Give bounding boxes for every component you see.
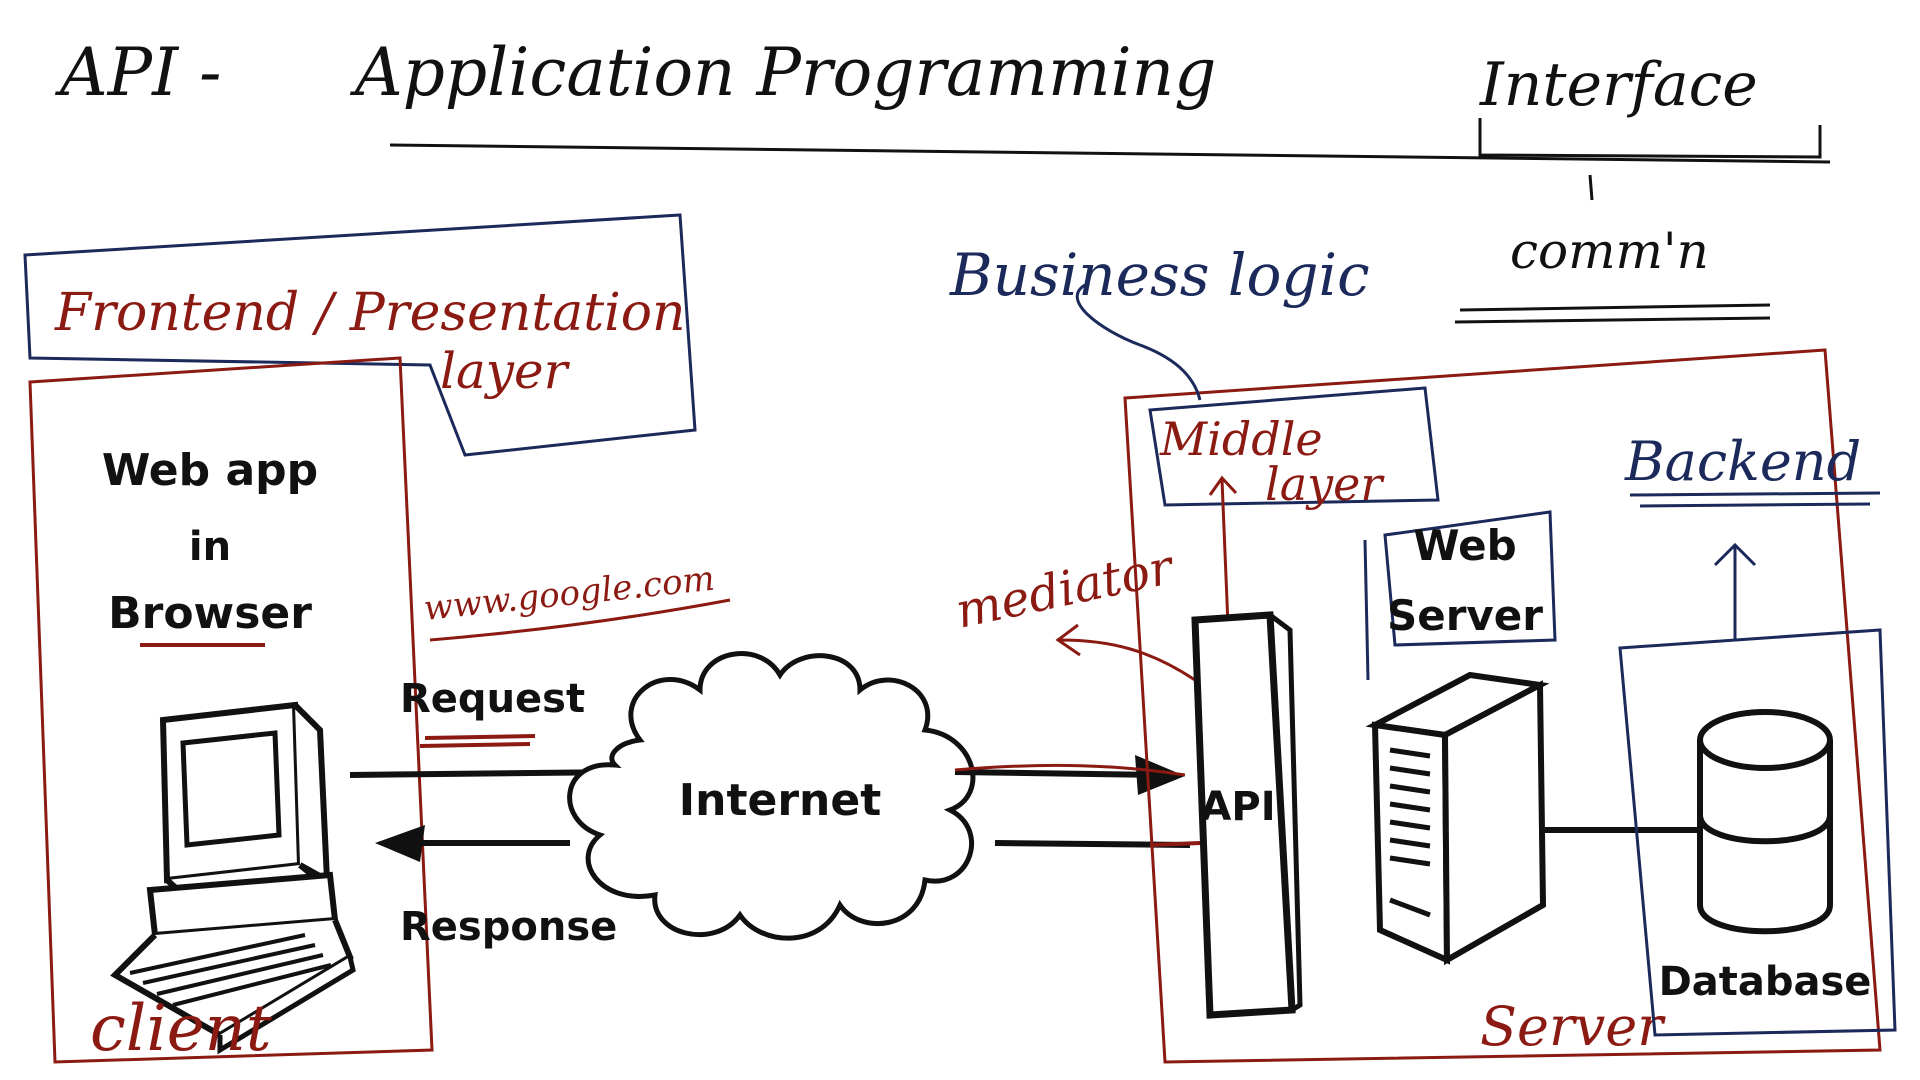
web-server-group: Web Server bbox=[1363, 510, 1557, 966]
cloud-icon: Internet bbox=[567, 651, 976, 941]
middle-layer-group: Middle layer bbox=[1148, 386, 1440, 626]
middle-layer-box bbox=[1148, 386, 1440, 507]
mediator-label: mediator bbox=[951, 539, 1181, 640]
interface-tick bbox=[1588, 174, 1594, 201]
database-icon bbox=[1697, 709, 1833, 935]
response-red-tick bbox=[1149, 841, 1201, 847]
request-red-overlay bbox=[954, 763, 1186, 777]
web-server-divider bbox=[1363, 539, 1370, 681]
frontend-label-line1: Frontend / Presentation bbox=[54, 283, 686, 343]
web-server-line2: Server bbox=[1387, 591, 1543, 640]
client-title-line-3: Browser bbox=[108, 588, 312, 639]
api-bar: API bbox=[1191, 611, 1303, 1019]
cloud-api-links bbox=[954, 755, 1201, 848]
title-group: API - Application Programming Interface … bbox=[54, 34, 1831, 324]
business-logic-label: Business logic bbox=[949, 241, 1370, 309]
middle-layer-line1: Middle bbox=[1159, 412, 1323, 466]
api-label: API bbox=[1200, 784, 1275, 830]
frontend-label-box bbox=[23, 213, 697, 457]
frontend-label-group: Frontend / Presentation layer bbox=[23, 213, 697, 457]
request-label: Request bbox=[400, 676, 585, 722]
business-logic-group: Business logic bbox=[949, 241, 1370, 401]
client-title-line-1: Web app bbox=[102, 445, 318, 496]
backend-underline bbox=[1629, 491, 1881, 508]
title-words: Application Programming bbox=[349, 34, 1216, 111]
client-box bbox=[28, 356, 434, 1064]
response-label: Response bbox=[400, 904, 617, 950]
request-line-right bbox=[954, 769, 1166, 778]
title-api: API - bbox=[54, 34, 221, 111]
database-label: Database bbox=[1659, 959, 1872, 1005]
request-underline bbox=[419, 734, 536, 748]
title-interface: Interface bbox=[1479, 50, 1758, 120]
backend-group: Backend Database bbox=[1618, 430, 1897, 1037]
backend-arrow bbox=[1713, 542, 1757, 640]
server-tower-icon bbox=[1365, 671, 1550, 966]
computer-icon bbox=[110, 701, 356, 1055]
server-group: Server bbox=[1123, 348, 1882, 1064]
mediator-arrow bbox=[1055, 623, 1196, 682]
server-box bbox=[1123, 348, 1882, 1064]
client-label: client bbox=[90, 992, 272, 1066]
database-box bbox=[1618, 628, 1897, 1037]
comm-note: comm'n bbox=[1510, 222, 1709, 280]
middle-layer-line2: layer bbox=[1265, 457, 1385, 511]
interface-box bbox=[1478, 118, 1822, 159]
client-title-line-2: in bbox=[189, 524, 231, 570]
web-server-line1: Web bbox=[1413, 521, 1516, 570]
business-logic-curve bbox=[1075, 283, 1202, 401]
mediator-group: mediator bbox=[951, 539, 1196, 682]
web-server-label-box bbox=[1383, 510, 1557, 647]
frontend-label-line2: layer bbox=[440, 342, 571, 400]
server-label: Server bbox=[1480, 995, 1666, 1058]
middle-layer-arrow bbox=[1208, 475, 1238, 626]
url-underline bbox=[429, 598, 731, 642]
url-note: www.google.com bbox=[422, 559, 717, 629]
client-group: Web app in Browser client bbox=[28, 356, 434, 1066]
internet-label: Internet bbox=[679, 775, 881, 826]
comm-underline bbox=[1454, 303, 1771, 324]
title-underline bbox=[389, 143, 1831, 164]
backend-label: Backend bbox=[1624, 430, 1861, 493]
response-arrowhead-left bbox=[375, 825, 425, 862]
